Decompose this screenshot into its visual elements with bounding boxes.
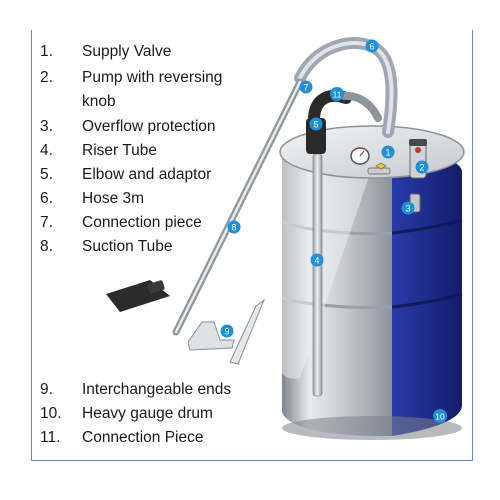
legend-top: 1. Supply Valve 2. Pump with reversing kno… [40,42,280,262]
callout-6: 6 [365,39,379,53]
legend-text: Connection Piece [82,429,204,446]
legend-number: 10. [40,405,62,422]
legend-text: Riser Tube [82,142,157,159]
interchangeable-end-b [229,298,266,365]
svg-text:10: 10 [435,412,445,422]
legend-text: Interchangeable ends [82,381,232,398]
legend-text: Overflow protection [82,118,216,135]
callout-4: 4 [310,253,324,267]
drum-blue-shell [380,140,462,436]
legend-number: 1. [40,43,53,60]
legend-number: 4. [40,142,53,159]
svg-text:4: 4 [314,256,319,266]
callout-9: 9 [220,324,234,338]
legend-text: knob [82,93,116,110]
svg-text:6: 6 [369,42,374,52]
legend-number: 5. [40,166,53,183]
svg-text:5: 5 [313,120,318,130]
callout-2: 2 [415,160,429,174]
legend-text: Elbow and adaptor [82,166,212,183]
svg-text:2: 2 [419,163,424,173]
legend-text: Hose 3m [82,190,145,207]
callout-11: 11 [330,87,344,101]
legend-number: 8. [40,238,53,255]
callout-5: 5 [309,117,323,131]
svg-text:7: 7 [303,83,308,93]
legend-text: Supply Valve [82,43,172,60]
callout-3: 3 [401,201,415,215]
legend-number: 7. [40,214,53,231]
legend-number: 2. [40,69,53,86]
legend-number: 6. [40,190,53,207]
svg-text:8: 8 [231,223,236,233]
legend-text: Suction Tube [82,238,173,255]
legend-number: 3. [40,118,53,135]
callout-7: 7 [299,80,313,94]
callout-1: 1 [381,145,395,159]
interchangeable-end-a [187,321,235,351]
svg-text:9: 9 [224,327,229,337]
svg-text:11: 11 [333,90,342,100]
legend-number: 11. [40,429,61,446]
svg-text:3: 3 [405,204,410,214]
legend-number: 9. [40,381,53,398]
callout-8: 8 [227,220,241,234]
callout-10: 10 [433,409,447,423]
legend-bottom: 9. Interchangeable ends 10. Heavy gauge dr… [40,380,280,452]
legend-text: Heavy gauge drum [82,405,213,422]
figure-frame [31,30,473,461]
legend-text: Pump with reversing [82,69,223,86]
svg-text:1: 1 [385,148,390,158]
legend-text: Connection piece [82,214,202,231]
